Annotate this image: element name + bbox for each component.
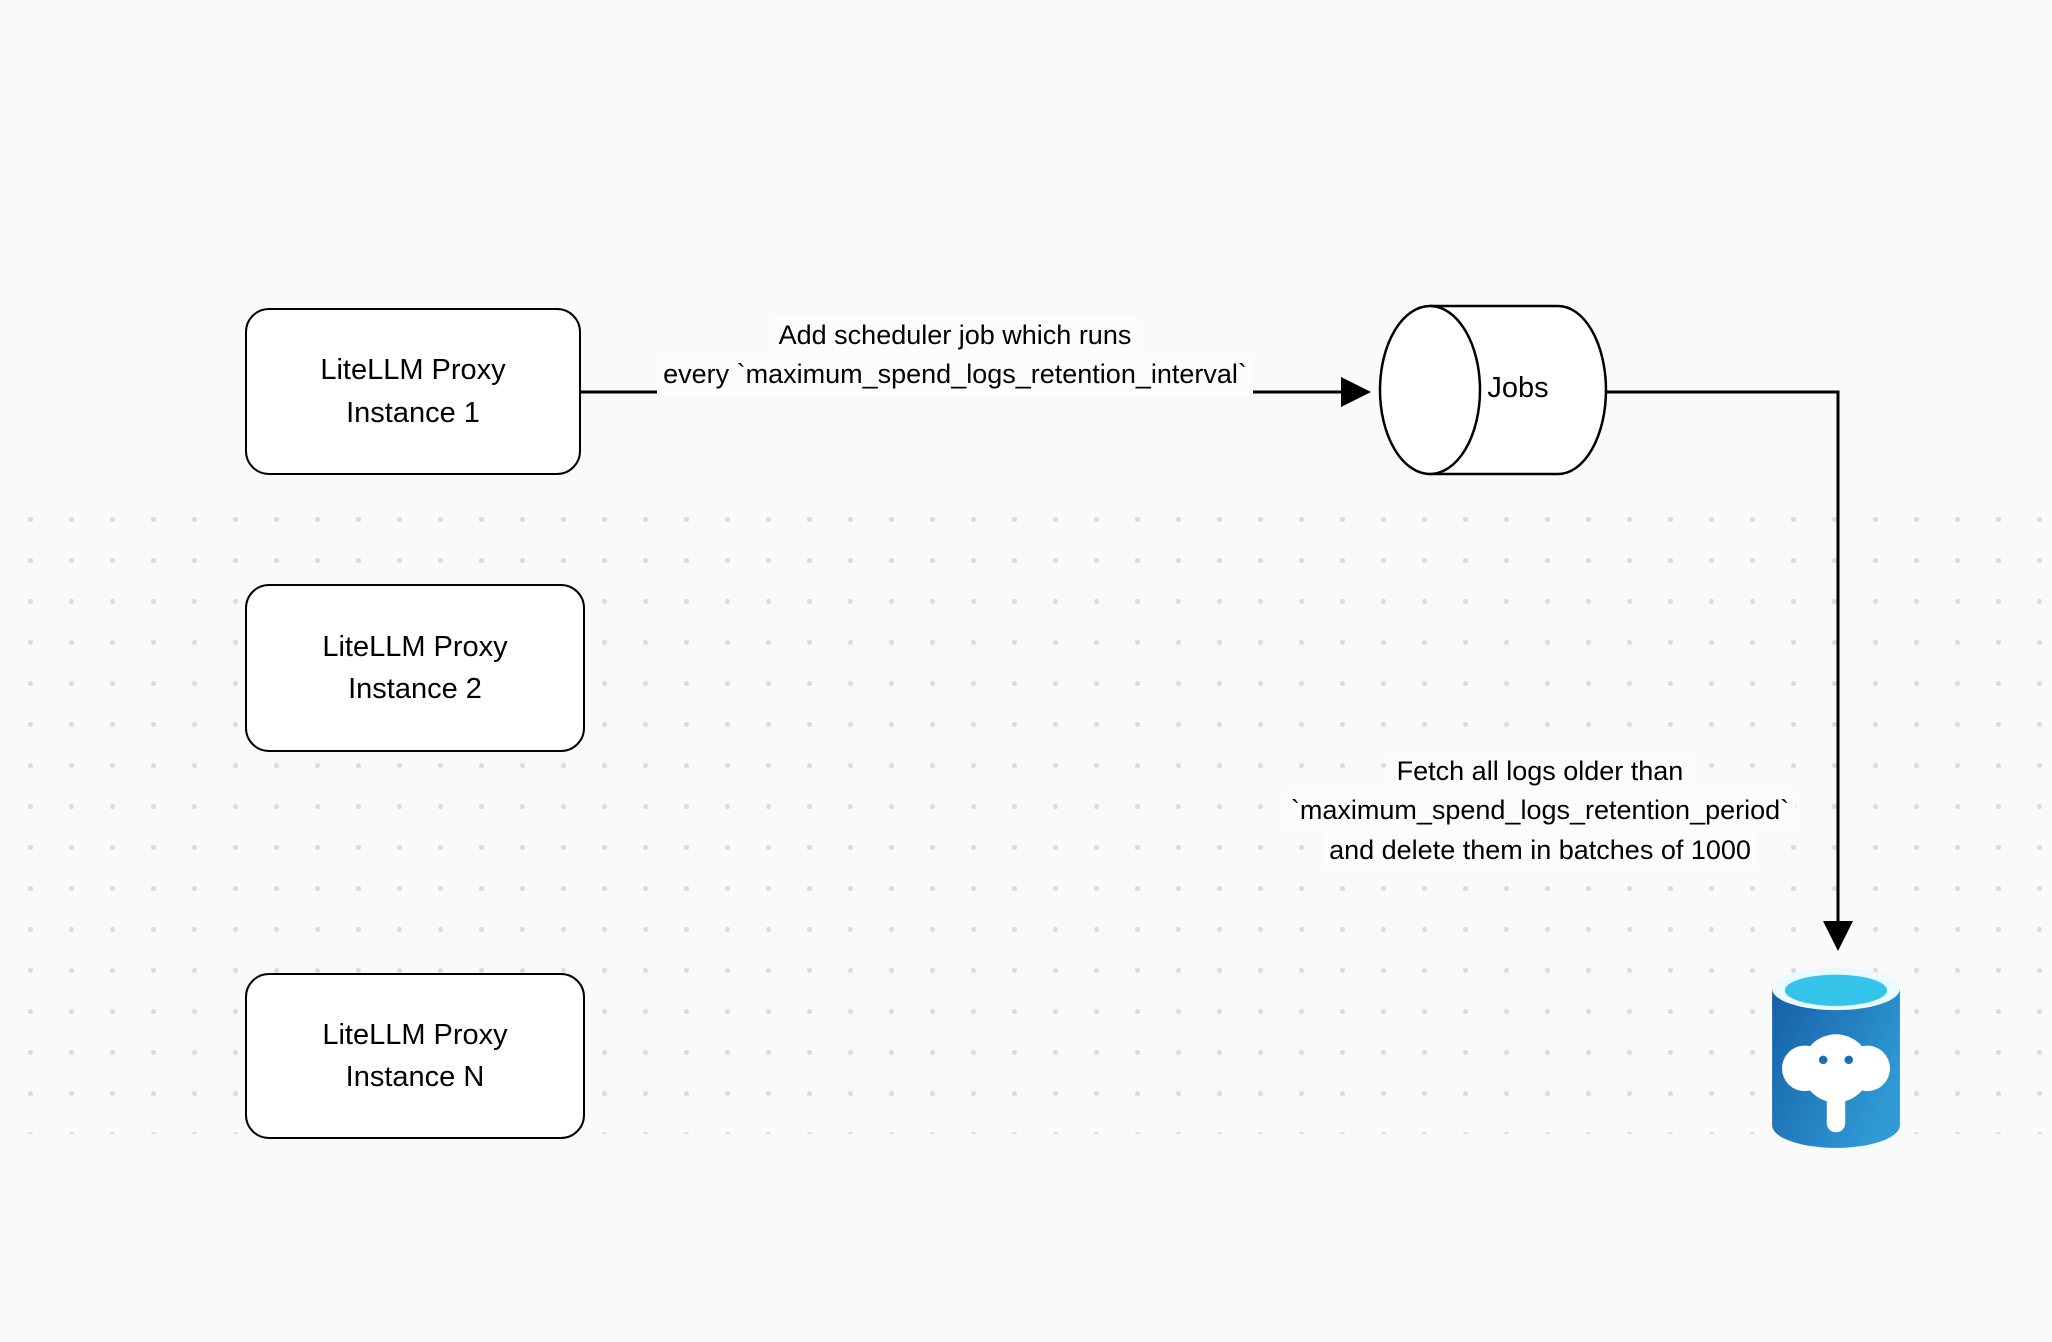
node-label-line: Instance 2: [348, 673, 482, 705]
node-label-line: LiteLLM Proxy: [320, 354, 506, 387]
jobs-cylinder: [1378, 304, 1608, 476]
node-label-line: LiteLLM Proxy: [322, 630, 508, 663]
jobs-node-label: Jobs: [1487, 372, 1549, 404]
edge-label-fetch-delete: Fetch all logs older than `maximum_spend…: [1140, 752, 1940, 870]
edge-jobs-to-database: [1606, 390, 1853, 951]
edge-label-line: every `maximum_spend_logs_retention_inte…: [657, 355, 1253, 395]
node-label-line: LiteLLM Proxy: [322, 1018, 508, 1051]
edge-label-line: Fetch all logs older than: [1390, 752, 1690, 792]
database-cylinder-top: [1784, 974, 1888, 1006]
edge-label-line: Add scheduler job which runs: [772, 316, 1138, 356]
node-litellm-proxy-instance-1: LiteLLM Proxy Instance 1: [245, 308, 581, 475]
postgresql-icon: [1772, 967, 1900, 1148]
node-litellm-proxy-instance-2: LiteLLM Proxy Instance 2: [245, 584, 585, 752]
edge-label-scheduler-job: Add scheduler job which runs every `maxi…: [620, 316, 1290, 395]
elephant-glyph: [1782, 1034, 1890, 1133]
node-label-line: Instance 1: [346, 396, 480, 429]
node-label-line: Instance N: [345, 1061, 485, 1093]
edge-label-line: `maximum_spend_logs_retention_period`: [1284, 791, 1796, 831]
edge-label-line: and delete them in batches of 1000: [1323, 830, 1757, 870]
node-litellm-proxy-instance-n: LiteLLM Proxy Instance N: [245, 973, 585, 1139]
